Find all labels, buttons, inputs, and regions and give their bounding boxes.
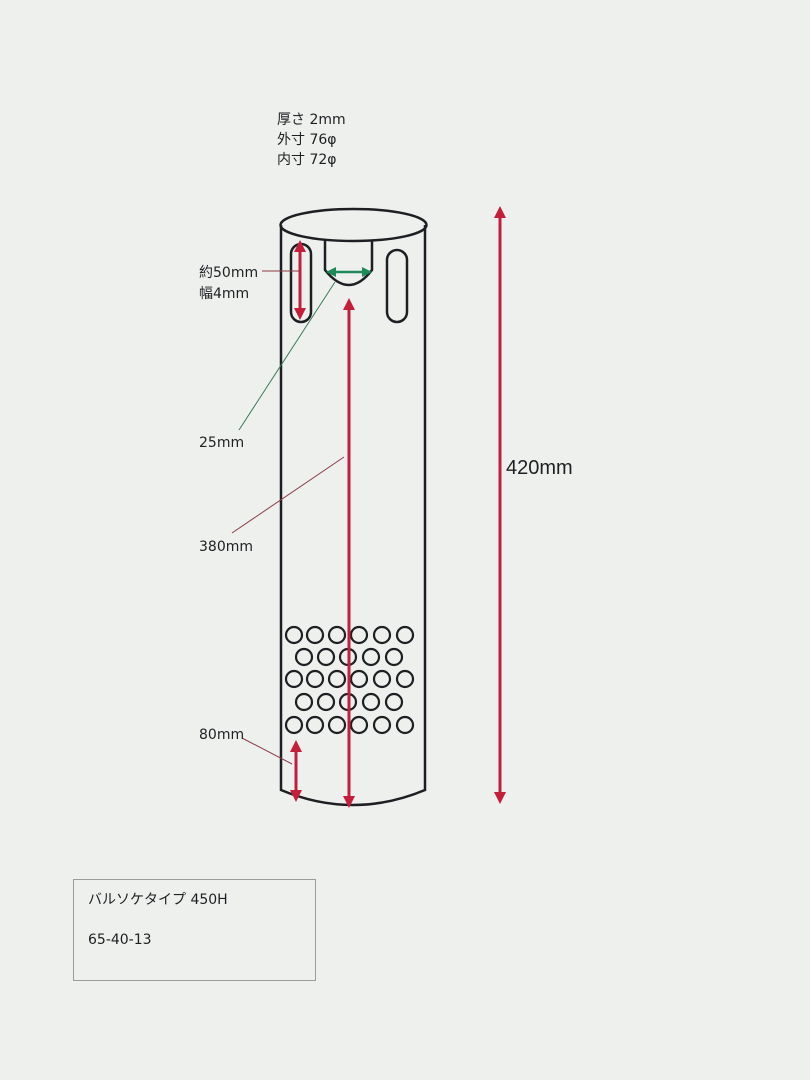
notch-width-label: 25mm [199, 435, 245, 451]
notch-leader [238, 281, 336, 431]
slot-width-label: 幅4mm [199, 286, 250, 302]
inner-length-label: 380mm [199, 539, 253, 555]
total-length-label: 420mm [506, 457, 573, 479]
inner-length-leader [231, 456, 345, 534]
outer-diameter-spec: 外寸 76φ [277, 132, 337, 148]
product-name: バルソケタイプ 450H [88, 892, 228, 908]
inner-diameter-spec: 内寸 72φ [277, 152, 337, 168]
slot-length-label: 約50mm [199, 265, 259, 281]
spec-block: 厚さ 2mm 外寸 76φ 内寸 72φ [277, 110, 346, 170]
pipe-top-rim [279, 207, 428, 243]
bottom-offset-label: 80mm [199, 727, 245, 743]
thickness-spec: 厚さ 2mm [277, 112, 346, 128]
right-slot [385, 248, 409, 324]
bottom-offset-leader [241, 737, 293, 765]
pipe-outline [279, 207, 428, 807]
top-notch [323, 240, 374, 287]
title-box: バルソケタイプ 450H 65-40-13 [73, 879, 316, 981]
product-code: 65-40-13 [88, 932, 152, 948]
